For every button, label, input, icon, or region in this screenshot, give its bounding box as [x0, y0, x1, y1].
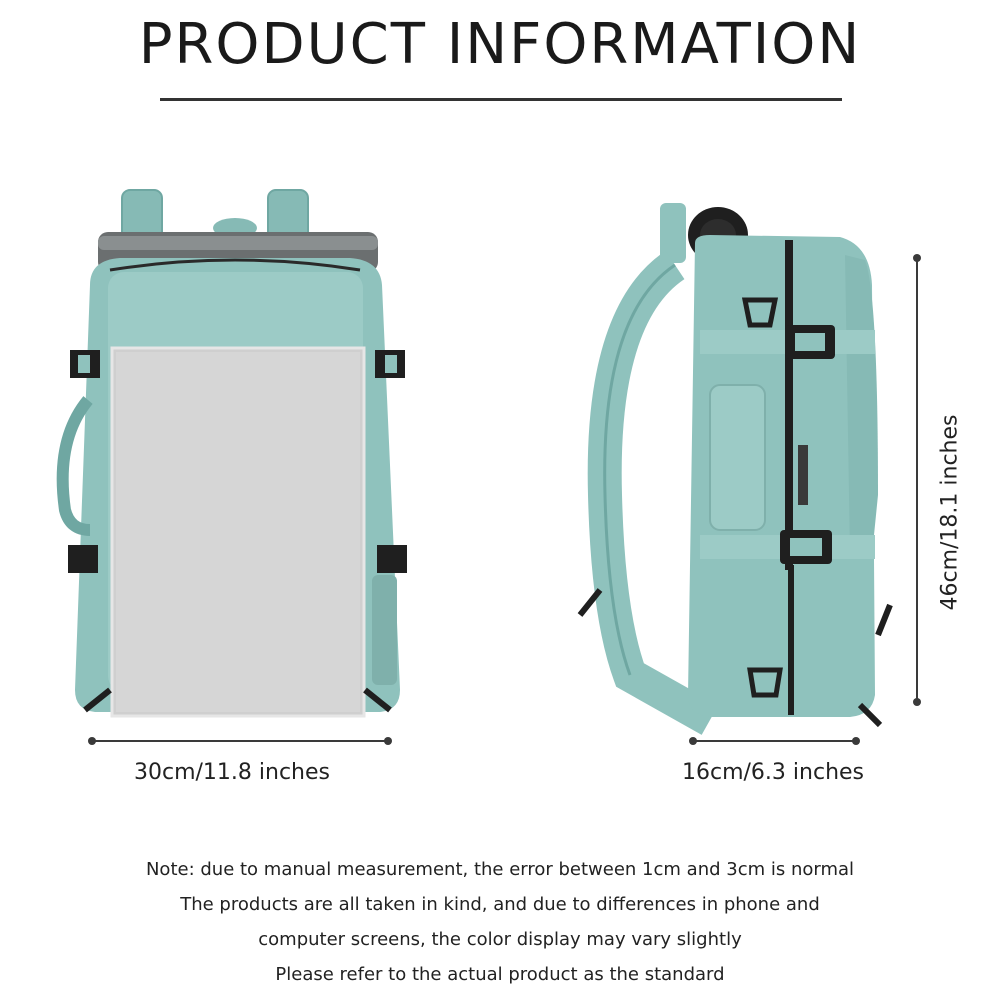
height-dimension-line	[913, 254, 921, 706]
width-dimension-label: 30cm/11.8 inches	[134, 760, 331, 785]
height-dimension-label: 46cm/18.1 inches	[937, 414, 963, 611]
page-title: PRODUCT INFORMATION	[138, 12, 862, 77]
backpack-front-image	[50, 180, 420, 740]
width-dimension-line	[88, 737, 392, 745]
title-divider	[160, 98, 842, 101]
depth-dimension-line	[689, 737, 860, 745]
note-line: computer screens, the color display may …	[258, 929, 742, 950]
note-line: Please refer to the actual product as th…	[275, 964, 725, 985]
backpack-side-image	[560, 195, 920, 735]
note-line: The products are all taken in kind, and …	[180, 894, 820, 915]
disclaimer-notes: Note: due to manual measurement, the err…	[0, 852, 1000, 992]
depth-dimension-label: 16cm/6.3 inches	[682, 760, 865, 785]
note-line: Note: due to manual measurement, the err…	[145, 859, 855, 880]
